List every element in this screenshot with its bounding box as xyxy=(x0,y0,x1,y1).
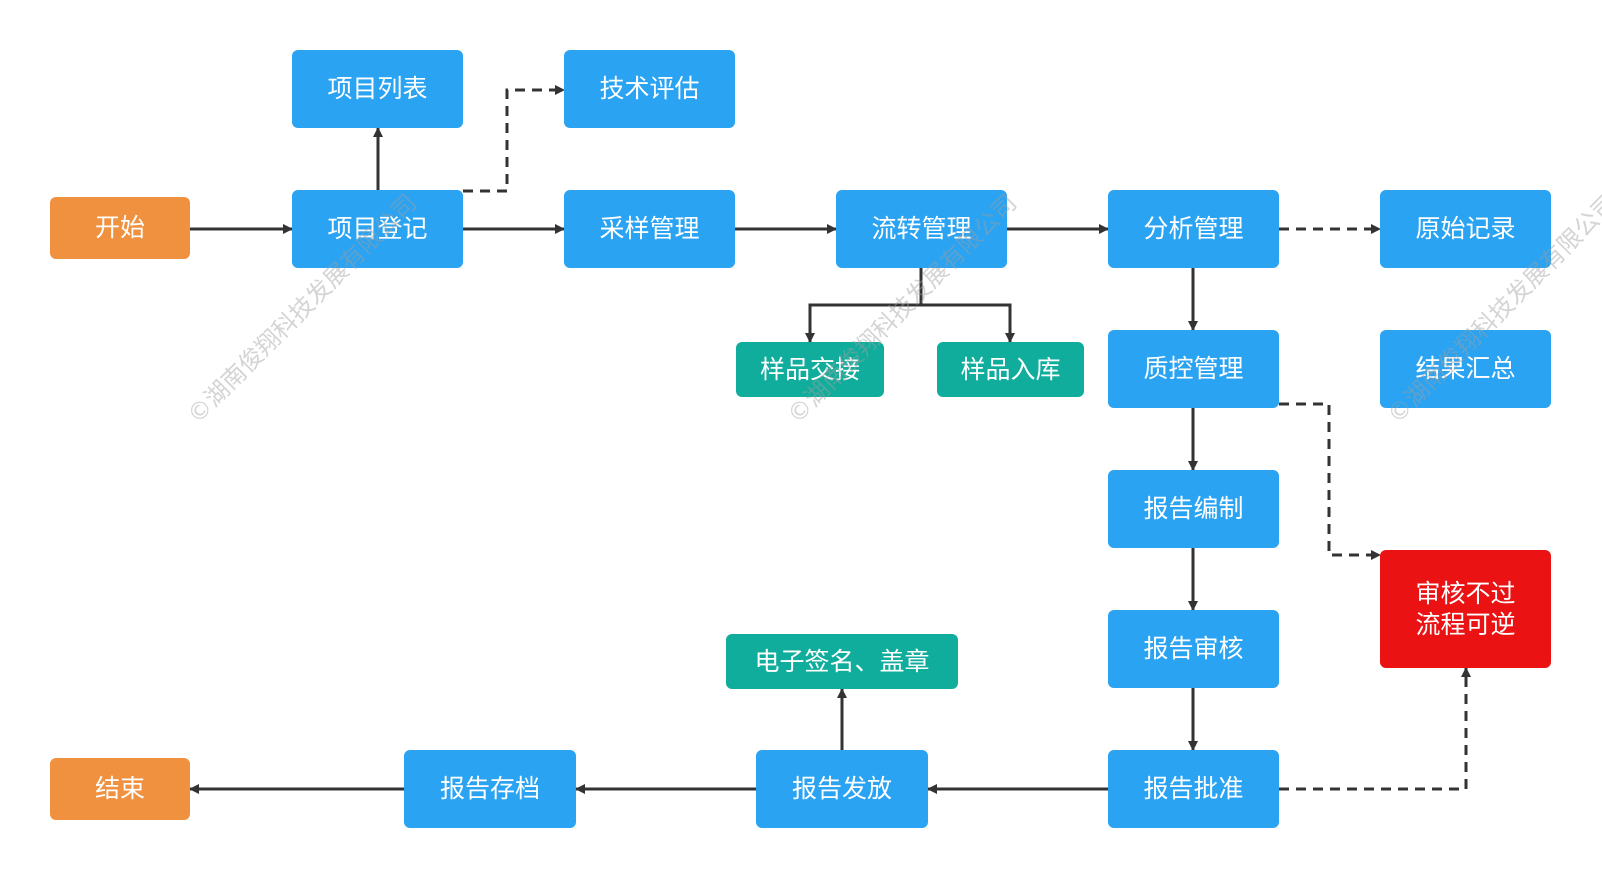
node-project-register: 项目登记 xyxy=(292,190,463,268)
node-report-approve: 报告批准 xyxy=(1108,750,1279,828)
edge-approve-to-reject xyxy=(1279,667,1471,791)
edge-circulation-to-storage xyxy=(919,268,1015,343)
edge-register-to-techeval xyxy=(463,85,565,193)
node-report-compile: 报告编制 xyxy=(1108,470,1279,548)
node-raw-record: 原始记录 xyxy=(1380,190,1551,268)
node-sampling: 采样管理 xyxy=(564,190,735,268)
node-sample-storage: 样品入库 xyxy=(937,342,1084,397)
node-esign-stamp: 电子签名、盖章 xyxy=(726,634,958,689)
node-sample-handover: 样品交接 xyxy=(736,342,884,397)
node-project-list: 项目列表 xyxy=(292,50,463,128)
node-start: 开始 xyxy=(50,197,190,259)
node-report-review: 报告审核 xyxy=(1108,610,1279,688)
edge-circulation-to-handover xyxy=(805,268,923,343)
node-circulation: 流转管理 xyxy=(836,190,1007,268)
node-tech-eval: 技术评估 xyxy=(564,50,735,128)
node-end: 结束 xyxy=(50,758,190,820)
node-reject-reversible: 审核不过 流程可逆 xyxy=(1380,550,1551,668)
node-analysis: 分析管理 xyxy=(1108,190,1279,268)
node-qc: 质控管理 xyxy=(1108,330,1279,408)
node-report-archive: 报告存档 xyxy=(404,750,576,828)
node-report-issue: 报告发放 xyxy=(756,750,928,828)
node-result-summary: 结果汇总 xyxy=(1380,330,1551,408)
edge-qc-to-reject xyxy=(1279,402,1381,560)
